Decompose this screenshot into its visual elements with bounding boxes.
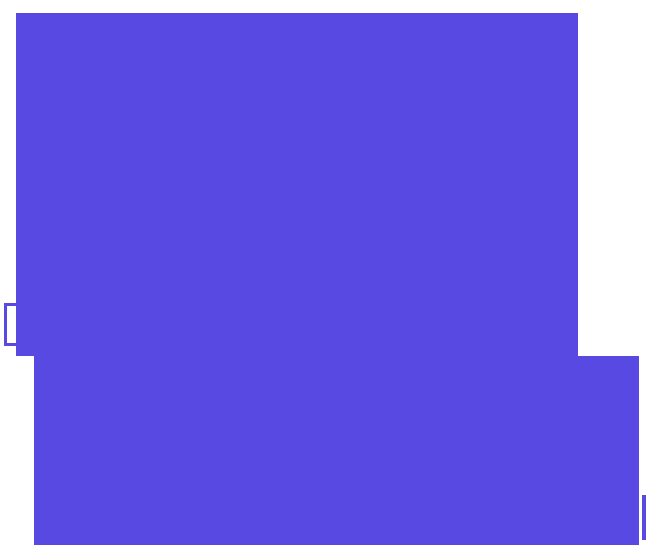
primary-fill-upper-block <box>16 13 578 356</box>
left-bracket-outline-fragment <box>4 303 20 346</box>
right-vertical-stroke-fragment <box>642 495 646 540</box>
primary-fill-lower-block <box>34 356 639 545</box>
